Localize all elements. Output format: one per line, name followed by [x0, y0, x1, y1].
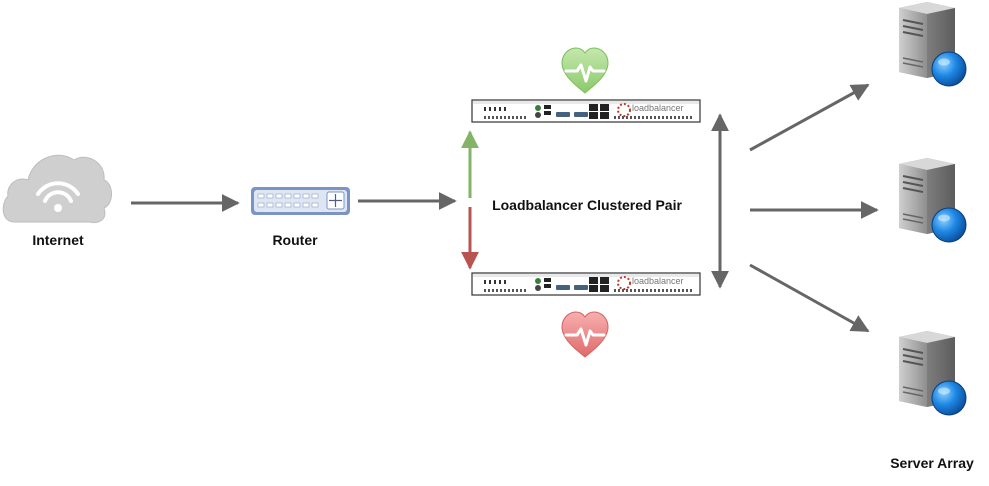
- internet-label: Internet: [32, 232, 84, 248]
- arrow-to-server-3: [749, 263, 870, 333]
- server-array-label: Server Array: [890, 455, 974, 471]
- arrow-to-server-1: [749, 83, 870, 152]
- cloud-wifi-icon: [2, 154, 112, 223]
- heartbeat-icon: [561, 47, 609, 94]
- heartbeat-icon: [561, 311, 609, 358]
- loadbalancer-appliance-primary: loadbalancer: [471, 99, 701, 123]
- router-label: Router: [272, 232, 318, 248]
- server-globe-icon: [898, 1, 967, 87]
- router-icon: [251, 187, 350, 215]
- server-globe-icon: [898, 330, 967, 416]
- server-globe-icon: [898, 157, 967, 243]
- appliance-brand-label: loadbalancer: [632, 276, 684, 286]
- cluster-label: Loadbalancer Clustered Pair: [492, 197, 682, 213]
- appliance-brand-label: loadbalancer: [632, 103, 684, 113]
- loadbalancer-appliance-secondary: loadbalancer: [471, 272, 701, 296]
